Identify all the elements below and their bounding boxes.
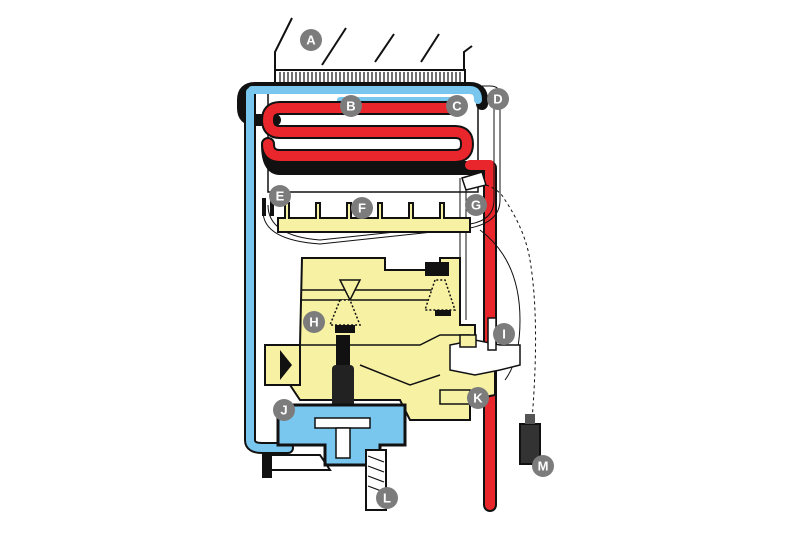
marker-label: I <box>502 327 506 342</box>
marker-i: I <box>493 323 515 345</box>
marker-h: H <box>303 311 325 333</box>
marker-label: C <box>452 99 462 114</box>
marker-label: K <box>473 391 483 406</box>
marker-f: F <box>351 197 373 219</box>
flue-exhaust <box>274 17 473 70</box>
marker-circle <box>467 387 489 409</box>
marker-label: B <box>346 99 355 114</box>
marker-g: G <box>465 194 487 216</box>
marker-circle <box>273 399 295 421</box>
marker-m: M <box>532 455 554 477</box>
marker-d: D <box>487 88 509 110</box>
marker-circle <box>487 88 509 110</box>
ignition-sensor <box>519 414 541 465</box>
marker-a: A <box>300 29 322 51</box>
marker-label: E <box>276 189 285 204</box>
cold-water-pipe <box>237 82 488 454</box>
marker-c: C <box>446 95 468 117</box>
marker-k: K <box>467 387 489 409</box>
burner-manifold <box>277 202 471 233</box>
marker-label: L <box>383 491 391 506</box>
marker-circle <box>351 197 373 219</box>
marker-circle <box>493 323 515 345</box>
marker-circle <box>532 455 554 477</box>
marker-b: B <box>340 95 362 117</box>
valve-spindle <box>332 335 354 415</box>
marker-label: M <box>538 459 549 474</box>
marker-label: J <box>280 403 287 418</box>
gas-valve-body <box>264 257 496 421</box>
marker-circle <box>376 487 398 509</box>
marker-label: D <box>493 92 502 107</box>
marker-circle <box>465 194 487 216</box>
marker-e: E <box>269 185 291 207</box>
marker-circle <box>300 29 322 51</box>
marker-circle <box>269 185 291 207</box>
marker-circle <box>446 95 468 117</box>
marker-label: H <box>309 315 318 330</box>
marker-circle <box>303 311 325 333</box>
marker-j: J <box>273 399 295 421</box>
marker-label: G <box>471 198 481 213</box>
marker-label: F <box>358 201 366 216</box>
marker-label: A <box>306 33 316 48</box>
gas-inlet-nozzle <box>264 344 301 386</box>
marker-l: L <box>376 487 398 509</box>
label-markers: A B C D E F G H I J K L M <box>269 29 554 509</box>
marker-circle <box>340 95 362 117</box>
flame-sensor <box>461 171 487 191</box>
control-unit <box>439 317 521 405</box>
overheat-device <box>262 198 274 216</box>
